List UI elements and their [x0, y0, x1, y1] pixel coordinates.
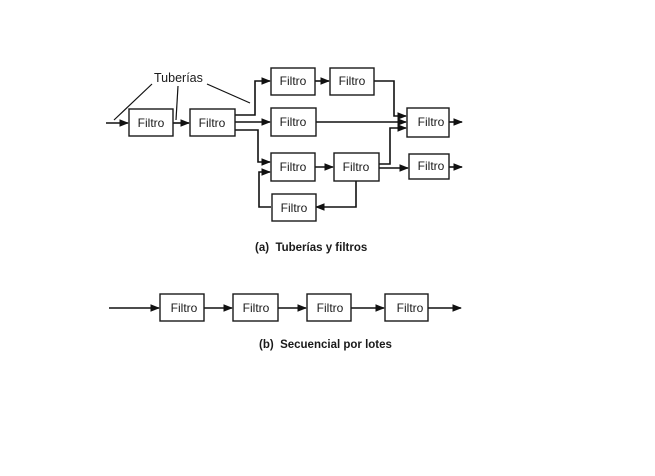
- pipe-f2-f6: [235, 129, 271, 166]
- annotation-pointer-2: [175, 85, 179, 121]
- pipe-f10-f6: [258, 168, 271, 208]
- filter-label: Filtro: [418, 159, 445, 173]
- pipe-f7-f8: [379, 124, 407, 165]
- filter-label: Filtro: [138, 116, 165, 130]
- pipe-f2-f3: [235, 77, 271, 116]
- filter-label: Filtro: [317, 301, 344, 315]
- filter-label: Filtro: [199, 116, 226, 130]
- pipe-f4-f8: [374, 80, 407, 120]
- filter-box: Filtro: [384, 293, 429, 322]
- filter-box: Filtro: [406, 107, 450, 138]
- part-a-pipes-and-filters: Tuberías Filtro Filtro Filtro Filtro Fil…: [106, 67, 463, 254]
- filter-label: Filtro: [397, 301, 424, 315]
- filter-box: Filtro: [270, 107, 317, 137]
- filter-label: Filtro: [343, 160, 370, 174]
- filter-box: Filtro: [270, 152, 316, 182]
- part-b-batch-sequential: Filtro Filtro Filtro Filtro (b) Secuenci…: [109, 293, 462, 351]
- annotation-pointer-1: [113, 83, 153, 121]
- filter-label: Filtro: [243, 301, 270, 315]
- pipe-f7-f10: [315, 181, 357, 211]
- filter-box: Filtro: [128, 108, 174, 137]
- filter-box: Filtro: [329, 67, 375, 96]
- filter-box: Filtro: [159, 293, 205, 322]
- filter-label: Filtro: [281, 201, 308, 215]
- filter-box: Filtro: [232, 293, 279, 322]
- pipes-annotation: Tuberías: [154, 71, 203, 85]
- filter-label: Filtro: [280, 160, 307, 174]
- caption-b: (b) Secuencial por lotes: [259, 339, 392, 351]
- filter-box: Filtro: [333, 152, 380, 182]
- filter-label: Filtro: [418, 115, 445, 129]
- filter-box: Filtro: [408, 153, 450, 180]
- filter-box: Filtro: [270, 67, 316, 96]
- filter-box: Filtro: [306, 293, 352, 322]
- caption-a: (a) Tuberías y filtros: [255, 242, 367, 254]
- filter-box: Filtro: [189, 108, 236, 137]
- filter-box: Filtro: [271, 193, 317, 222]
- filter-label: Filtro: [280, 74, 307, 88]
- annotation-pointer-3: [206, 83, 251, 104]
- filter-label: Filtro: [171, 301, 198, 315]
- filter-label: Filtro: [339, 74, 366, 88]
- filter-label: Filtro: [280, 115, 307, 129]
